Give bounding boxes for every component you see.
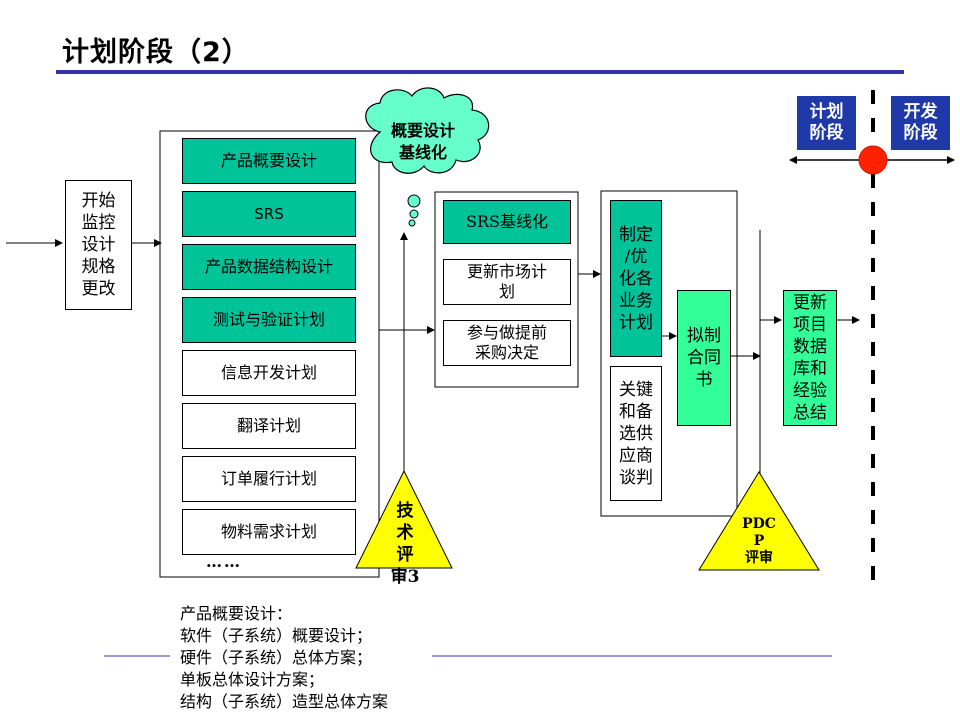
plan-item-product-overview: 产品概要设计 [182, 138, 356, 184]
pdcp-review-label: PDC P 评审 [742, 516, 776, 566]
pdcp-triangle [698, 471, 820, 571]
plan-ellipsis: …… [206, 552, 242, 571]
title-underline [56, 70, 904, 74]
plan-item-order-fulfill: 订单履行计划 [182, 456, 356, 502]
cloud-label: 概要设计 基线化 [390, 121, 455, 162]
tech-review-triangle [355, 469, 453, 569]
bottom-note: 产品概要设计： 软件（子系统）概要设计； 硬件（子系统）总体方案； 单板总体设计… [180, 604, 389, 711]
plan-item-test-verify: 测试与验证计划 [182, 297, 356, 343]
phase-planning-tag: 计划 阶段 [797, 96, 856, 150]
update-market-plan-box: 更新市场计 划 [443, 259, 571, 305]
plan-item-material: 物料需求计划 [182, 509, 356, 555]
phase-development-tag: 开发 阶段 [891, 96, 950, 150]
srs-baseline-box: SRS基线化 [443, 200, 571, 244]
plan-item-info-dev: 信息开发计划 [182, 350, 356, 396]
cloud-shape [365, 87, 490, 227]
phase-marker [858, 145, 888, 175]
optimize-business-plan-box: 制定 /优 化各 业务 计划 [610, 200, 662, 357]
update-database-box: 更新 项目 数据 库和 经验 总结 [783, 290, 837, 426]
supplier-negotiation-box: 关键 和备 选供 应商 谈判 [610, 366, 662, 501]
draft-contract-box: 拟制 合同 书 [677, 290, 731, 426]
plan-item-data-structure: 产品数据结构设计 [182, 244, 356, 290]
tech-review-label: 技 术 评 审3 [390, 501, 420, 587]
page-title: 计划阶段（2） [62, 37, 250, 68]
plan-item-srs: SRS [182, 191, 356, 237]
start-monitor-box: 开始 监控 设计 规格 更改 [65, 180, 132, 310]
plan-item-translation: 翻译计划 [182, 403, 356, 449]
procurement-decision-box: 参与做提前 采购决定 [443, 320, 571, 366]
